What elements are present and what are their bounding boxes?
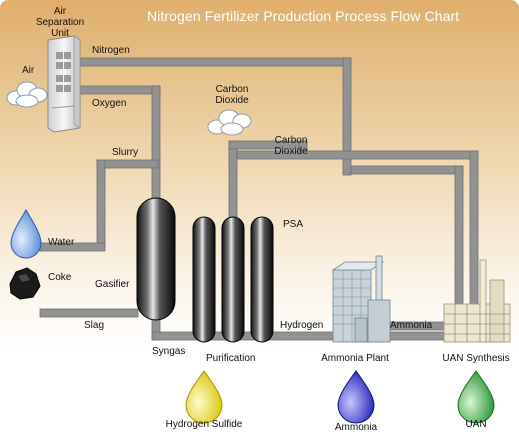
air-separation-unit-label: Air Separation Unit bbox=[36, 6, 84, 39]
pipe-network bbox=[39, 57, 481, 341]
ammonia-stream-label: Ammonia bbox=[390, 320, 433, 331]
ammonia-plant bbox=[331, 255, 391, 343]
carbon-dioxide-vent-label: Carbon Dioxide bbox=[215, 84, 249, 106]
pipe-oxygen-down bbox=[151, 85, 161, 202]
chart-title: Nitrogen Fertilizer Production Process F… bbox=[147, 8, 460, 24]
psa-label: PSA bbox=[283, 219, 304, 230]
pipe-co2-to-uan bbox=[469, 150, 479, 307]
slurry-label: Slurry bbox=[112, 147, 139, 158]
label-line: Air Separation Unit bbox=[35, 6, 85, 39]
uan-label: UAN bbox=[465, 419, 487, 430]
gasifier-label: Gasifier bbox=[95, 279, 130, 290]
pipe-nitrogen-right bbox=[350, 165, 464, 175]
coke-icon bbox=[9, 267, 41, 300]
gasifier-vessel bbox=[136, 197, 176, 321]
hydrogen-label: Hydrogen bbox=[280, 320, 324, 331]
air-label: Air bbox=[22, 65, 35, 76]
oxygen-label: Oxygen bbox=[92, 98, 127, 109]
uan-synthesis-label: UAN Synthesis bbox=[442, 353, 510, 364]
pipe-nitrogen-horizontal bbox=[77, 57, 352, 67]
pipe-slurry-down bbox=[96, 159, 106, 251]
pipe-nitrogen-down bbox=[342, 57, 352, 176]
air-cloud bbox=[6, 81, 48, 108]
uan-synthesis-plant bbox=[443, 259, 511, 343]
purification-columns bbox=[192, 216, 274, 343]
coke-label: Coke bbox=[48, 272, 72, 283]
purification-label: Purification bbox=[206, 353, 256, 364]
hydrogen-sulfide-label: Hydrogen Sulfide bbox=[165, 419, 243, 430]
pipe-slag bbox=[39, 308, 139, 318]
uan-drop-icon bbox=[457, 370, 495, 424]
water-drop-icon bbox=[10, 209, 42, 259]
pipe-nitrogen-to-uan bbox=[454, 165, 464, 307]
pipe-oxygen-horizontal bbox=[77, 85, 161, 95]
slag-label: Slag bbox=[84, 320, 105, 331]
ammonia-product-label: Ammonia bbox=[334, 422, 378, 433]
pipe-co2-right bbox=[236, 150, 479, 160]
nitrogen-label: Nitrogen bbox=[92, 45, 130, 56]
air-separation-unit bbox=[47, 35, 81, 133]
water-label: Water bbox=[48, 237, 75, 248]
syngas-label: Syngas bbox=[152, 346, 186, 357]
ammonia-drop-icon bbox=[337, 370, 375, 424]
pipe-slurry-horizontal bbox=[96, 159, 159, 169]
carbon-dioxide-line-label: Carbon Dioxide bbox=[274, 135, 308, 157]
hydrogen-sulfide-drop-icon bbox=[185, 370, 223, 424]
ammonia-plant-label: Ammonia Plant bbox=[321, 353, 389, 364]
co2-cloud bbox=[207, 109, 252, 136]
